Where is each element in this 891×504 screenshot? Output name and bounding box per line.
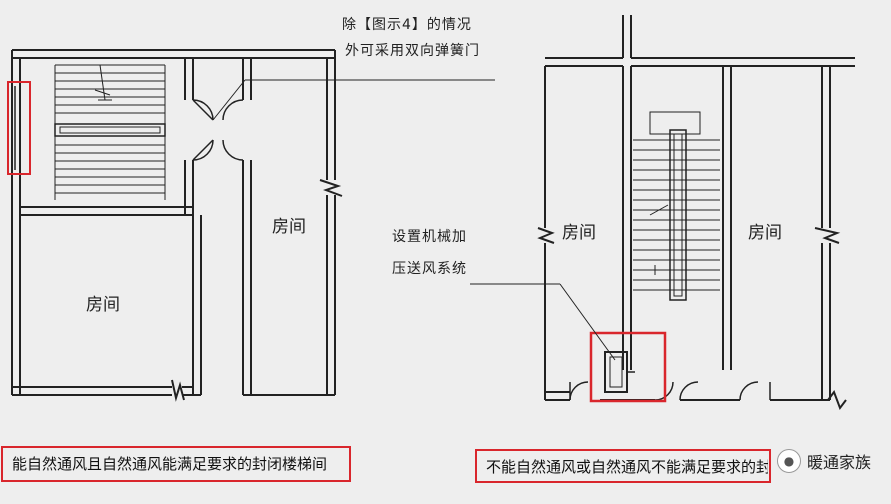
- watermark-text: 暖通家族: [806, 453, 871, 472]
- right-doors: [569, 381, 771, 401]
- left-note-line2: 外可采用双向弹簧门: [345, 43, 480, 59]
- right-note-line1: 设置机械加: [392, 229, 467, 245]
- double-swing-door: [192, 99, 244, 161]
- room-label-left-bottom: 房间: [86, 295, 120, 315]
- right-plan-walls: [537, 15, 855, 411]
- left-caption: 能自然通风且自然通风能满足要求的封闭楼梯间: [12, 455, 328, 473]
- right-caption: 不能自然通风或自然通风不能满足要求的封闭楼梯间: [486, 458, 768, 476]
- pressurization-shaft-highlight: [589, 331, 667, 403]
- left-plan-walls: [11, 49, 343, 402]
- wechat-icon: ●: [776, 449, 801, 473]
- left-note-line1: 除【图示4】的情况: [342, 17, 472, 33]
- right-note-line2: 压送风系统: [392, 261, 467, 277]
- left-stair-treads: [54, 64, 166, 200]
- left-caption-highlight: [1, 446, 351, 482]
- right-stair-treads: [633, 111, 720, 301]
- watermark: ● 暖通家族: [776, 449, 871, 473]
- room-label-left-top-right: 房间: [272, 217, 306, 237]
- right-caption-highlight: [475, 449, 771, 483]
- left-window-highlight: [7, 81, 31, 175]
- room-label-right-right: 房间: [748, 223, 782, 243]
- room-label-right-left: 房间: [562, 223, 596, 243]
